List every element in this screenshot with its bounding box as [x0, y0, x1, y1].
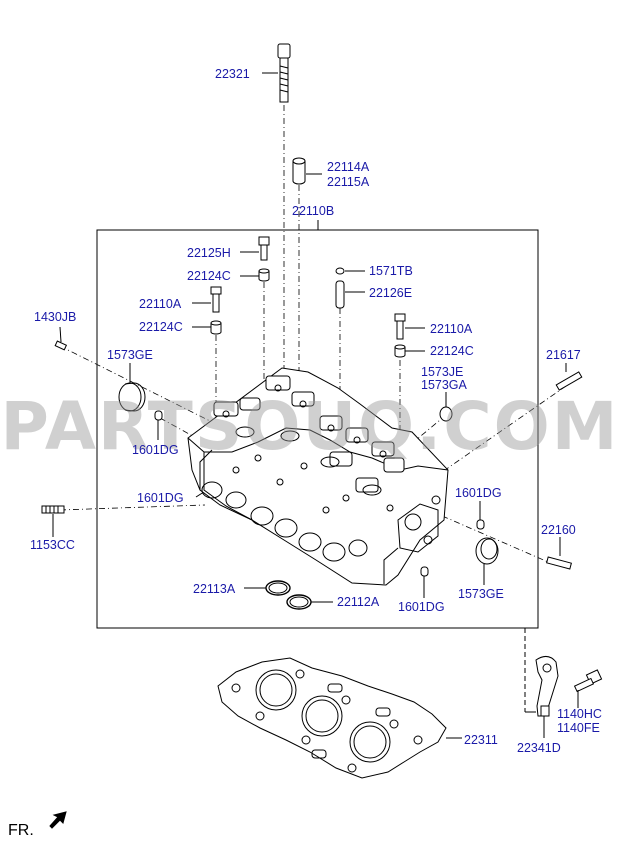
part-label-1601DG-3[interactable]: 1601DG: [398, 600, 445, 614]
oring-22113A-icon: [265, 580, 291, 596]
part-label-22113A[interactable]: 22113A: [193, 582, 236, 596]
plug-1601DG-4-icon: [476, 519, 485, 530]
part-label-22112A[interactable]: 22112A: [337, 595, 380, 609]
front-arrow-icon: [49, 811, 67, 829]
part-label-22124C-right[interactable]: 22124C: [430, 344, 474, 358]
cap-1571TB-icon: [335, 267, 345, 275]
part-label-22311[interactable]: 22311: [464, 733, 498, 747]
part-label-22126E[interactable]: 22126E: [369, 286, 413, 300]
pin-22160-icon: [546, 556, 572, 570]
part-label-1571TB[interactable]: 1571TB: [369, 264, 413, 278]
dowel-22114A-icon: [292, 157, 306, 185]
part-label-1573GE-left[interactable]: 1573GE: [107, 348, 153, 362]
plug-1153CC-icon: [41, 505, 65, 514]
part-label-1573JE[interactable]: 1573JE: [421, 365, 464, 379]
assembly-frame: [96, 229, 539, 629]
plug-1573GE-left-icon: [118, 382, 146, 412]
part-label-1140HC[interactable]: 1140HC: [557, 707, 602, 721]
part-label-1601DG-1[interactable]: 1601DG: [132, 443, 179, 457]
washer-22124C-right-icon: [394, 344, 406, 358]
head-gasket-22311-icon: [217, 657, 447, 779]
part-label-1573GE-right[interactable]: 1573GE: [458, 587, 504, 601]
part-label-22124C-left[interactable]: 22124C: [139, 320, 183, 334]
plug-1573JE-icon: [439, 406, 453, 422]
part-label-1601DG-2[interactable]: 1601DG: [137, 491, 184, 505]
oring-22112A-icon: [286, 594, 312, 610]
part-label-22341D[interactable]: 22341D: [517, 741, 561, 755]
bolt-22110A-left-icon: [210, 286, 222, 313]
pin-22126E-icon: [335, 280, 345, 309]
bolt-22110A-right-icon: [394, 313, 406, 340]
plug-1601DG-3-icon: [420, 566, 429, 577]
washer-22124C-left-icon: [210, 320, 222, 335]
part-label-21617[interactable]: 21617: [546, 348, 581, 362]
plug-1601DG-1-icon: [154, 410, 163, 421]
part-label-1573GA[interactable]: 1573GA: [421, 378, 467, 392]
bolt-22321-icon: [277, 43, 291, 103]
cylinder-head-body: [187, 367, 449, 586]
pin-1430JB-icon: [54, 340, 68, 351]
leader-1430JB: [59, 326, 62, 343]
bolt-22125H-icon: [258, 236, 270, 261]
washer-22124C-top-icon: [258, 268, 270, 282]
bolt-1140HC-icon: [573, 669, 603, 693]
part-label-22160[interactable]: 22160: [541, 523, 576, 537]
part-label-22125H[interactable]: 22125H: [187, 246, 231, 260]
bracket-22341D-icon: [535, 656, 559, 717]
part-label-1430JB[interactable]: 1430JB: [34, 310, 77, 324]
part-label-22115A[interactable]: 22115A: [327, 175, 370, 189]
part-label-22110B[interactable]: 22110B: [292, 204, 335, 218]
part-label-1153CC[interactable]: 1153CC: [30, 538, 75, 552]
part-label-22114A[interactable]: 22114A: [327, 160, 370, 174]
part-label-22110A-right[interactable]: 22110A: [430, 322, 473, 336]
pin-21617-icon: [555, 371, 583, 391]
part-label-22110A-left[interactable]: 22110A: [139, 297, 182, 311]
front-direction-label: FR.: [8, 822, 34, 839]
plug-1573GE-right-icon: [475, 537, 499, 565]
part-label-22124C-top[interactable]: 22124C: [187, 269, 231, 283]
part-label-22321[interactable]: 22321: [215, 67, 250, 81]
part-label-1601DG-4[interactable]: 1601DG: [455, 486, 502, 500]
part-label-1140FE[interactable]: 1140FE: [557, 721, 600, 735]
